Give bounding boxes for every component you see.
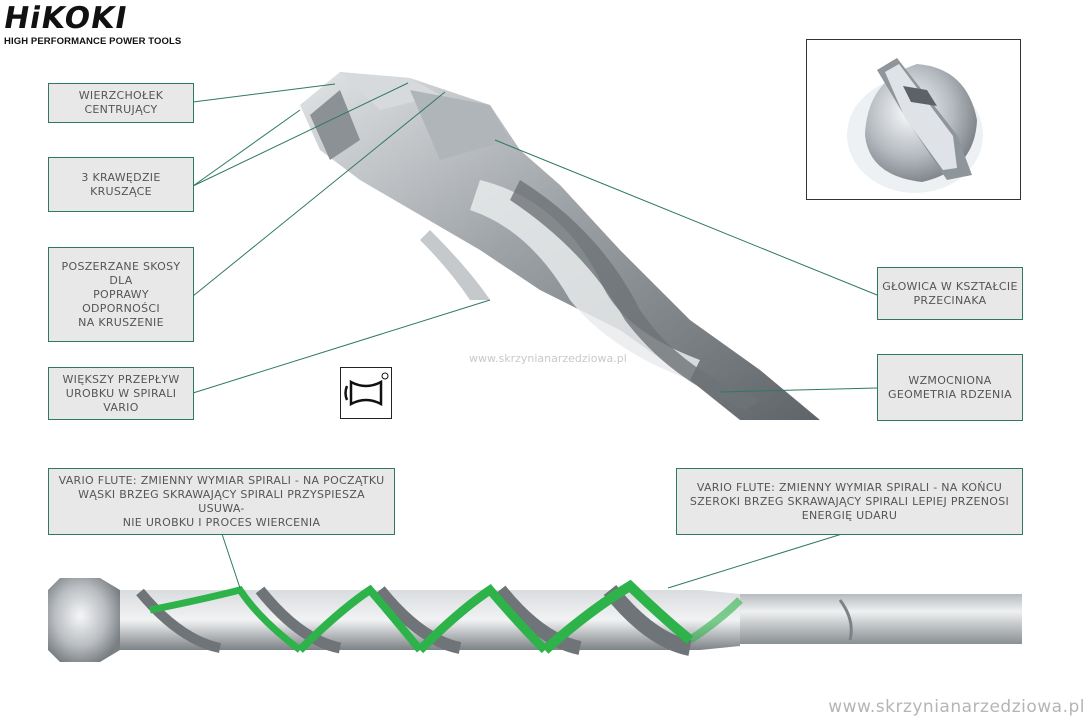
leader-centering-tip: [192, 83, 336, 103]
drill-closeup: [300, 72, 820, 420]
callout-vario-flute-end: VARIO FLUTE: ZMIENNY WYMIAR SPIRALI - NA…: [676, 468, 1023, 535]
vario-symbol-icon: [340, 367, 392, 419]
callout-crushing-edges: 3 KRAWĘDZIE KRUSZĄCE: [48, 157, 194, 212]
leader-crushing-edge-2: [192, 82, 409, 187]
leader-vario-flute-end: [667, 533, 843, 589]
tip-closeup-inset: [806, 39, 1021, 200]
vario-symbol-graphic: [344, 372, 389, 407]
leader-chisel-head: [494, 139, 878, 296]
leader-crushing-edge-1: [192, 109, 301, 187]
watermark-bottom: www.skrzynianarzedziowa.pl: [828, 697, 1085, 717]
brand-tagline: HIGH PERFORMANCE POWER TOOLS: [4, 36, 182, 47]
callout-centering-tip: WIERZCHOŁEK CENTRUJĄCY: [48, 83, 194, 123]
hikoki-logo: HiKOKI HIGH PERFORMANCE POWER TOOLS: [1, 1, 182, 47]
callout-widened-bevels: POSZERZANE SKOSY DLA POPRAWY ODPORNOŚCI …: [48, 247, 194, 342]
callout-core-geometry: WZMOCNIONA GEOMETRIA RDZENIA: [877, 354, 1023, 421]
callout-vario-flute-start: VARIO FLUTE: ZMIENNY WYMIAR SPIRALI - NA…: [48, 468, 395, 535]
leader-vario-flow: [192, 299, 491, 394]
watermark-center: www.skrzynianarzedziowa.pl: [469, 352, 627, 365]
leader-core-geometry: [719, 387, 878, 393]
callout-vario-flow: WIĘKSZY PRZEPŁYW UROBKU W SPIRALI VARIO: [48, 367, 194, 420]
leader-widened-bevels: [192, 91, 446, 297]
drill-full: [48, 578, 1022, 662]
leader-vario-flute-start: [221, 533, 241, 589]
tip-closeup-image: [847, 58, 983, 193]
callout-chisel-head: GŁOWICA W KSZTAŁCIE PRZECINAKA: [877, 267, 1023, 320]
